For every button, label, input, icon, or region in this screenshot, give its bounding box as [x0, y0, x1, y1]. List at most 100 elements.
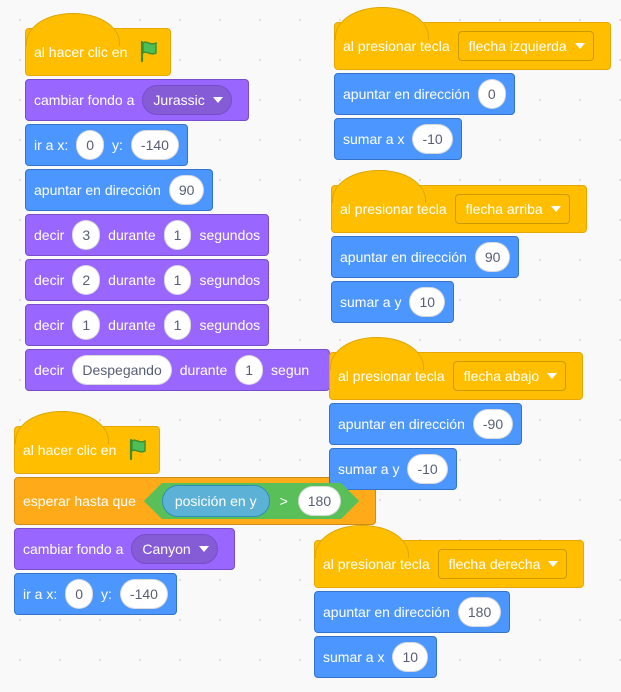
message-input[interactable]: 2: [72, 265, 101, 295]
message-input[interactable]: Despegando: [72, 355, 172, 385]
green-flag-icon: [126, 437, 150, 464]
key-dropdown[interactable]: flecha abajo: [452, 361, 567, 391]
block-label: decir: [34, 362, 65, 378]
x-input[interactable]: 0: [65, 579, 94, 609]
point-in-direction-block[interactable]: apuntar en dirección -90: [329, 403, 523, 445]
change-x-block[interactable]: sumar a x 10: [314, 636, 438, 678]
backdrop-value: Jurassic: [153, 92, 205, 108]
caret-down-icon: [547, 373, 558, 379]
y-position-reporter[interactable]: posición en y: [162, 485, 270, 517]
direction-input[interactable]: 90: [168, 175, 205, 205]
key-value: flecha izquierda: [468, 38, 567, 54]
when-key-pressed-hat[interactable]: al presionar tecla flecha abajo: [329, 337, 584, 400]
message-input[interactable]: 1: [72, 310, 101, 340]
seconds-input[interactable]: 1: [163, 265, 192, 295]
block-label: cambiar fondo a: [23, 541, 124, 557]
point-in-direction-block[interactable]: apuntar en dirección 180: [314, 591, 511, 633]
change-value-input[interactable]: 10: [409, 287, 446, 317]
direction-input[interactable]: -90: [472, 409, 514, 439]
key-dropdown[interactable]: flecha derecha: [437, 549, 568, 579]
point-in-direction-block[interactable]: apuntar en dirección 0: [334, 73, 515, 115]
direction-input[interactable]: 90: [474, 242, 511, 272]
green-flag-icon: [137, 39, 161, 66]
block-label: esperar hasta que: [23, 493, 136, 509]
hat-label: al presionar tecla: [338, 368, 445, 384]
script-left-arrow[interactable]: al presionar tecla flecha izquierda apun…: [334, 7, 611, 160]
unit-label: segundos: [199, 272, 261, 288]
unit-label: segundos: [199, 317, 261, 333]
when-key-pressed-hat[interactable]: al presionar tecla flecha izquierda: [334, 7, 611, 70]
script-down-arrow[interactable]: al presionar tecla flecha abajo apuntar …: [329, 337, 584, 490]
direction-input[interactable]: 180: [457, 597, 502, 627]
key-dropdown[interactable]: flecha arriba: [454, 194, 570, 224]
change-value-input[interactable]: -10: [412, 124, 453, 154]
greater-than-operator[interactable]: posición en y > 180: [144, 483, 359, 519]
when-key-pressed-hat[interactable]: al presionar tecla flecha arriba: [331, 170, 587, 233]
y-label: y:: [101, 586, 112, 602]
operator-symbol: >: [279, 493, 288, 509]
say-for-secs-block[interactable]: decir 3 durante 1 segundos: [25, 214, 270, 256]
direction-input[interactable]: 0: [477, 79, 506, 109]
say-for-secs-block[interactable]: decir Despegando durante 1 segun: [25, 349, 330, 391]
change-x-block[interactable]: sumar a x -10: [334, 118, 462, 160]
go-to-xy-block[interactable]: ir a x: 0 y: -140: [25, 124, 188, 166]
block-label: decir: [34, 317, 65, 333]
hat-label: al hacer clic en: [23, 442, 117, 458]
change-y-block[interactable]: sumar a y 10: [331, 281, 455, 323]
backdrop-value: Canyon: [142, 541, 191, 557]
block-label: sumar a x: [323, 649, 385, 665]
block-label: sumar a x: [343, 131, 405, 147]
go-to-xy-block[interactable]: ir a x: 0 y: -140: [14, 573, 177, 615]
point-in-direction-block[interactable]: apuntar en dirección 90: [331, 236, 520, 278]
seconds-input[interactable]: 1: [163, 310, 192, 340]
script-right-arrow[interactable]: al presionar tecla flecha derecha apunta…: [314, 525, 585, 678]
wait-until-block[interactable]: esperar hasta que posición en y > 180: [14, 477, 377, 525]
switch-backdrop-block[interactable]: cambiar fondo a Jurassic: [25, 79, 249, 121]
key-dropdown[interactable]: flecha izquierda: [457, 31, 594, 61]
change-value-input[interactable]: 10: [392, 642, 429, 672]
unit-label: segun: [271, 362, 310, 378]
caret-down-icon: [548, 561, 559, 567]
x-input[interactable]: 0: [76, 130, 105, 160]
when-flag-clicked-hat[interactable]: al hacer clic en: [14, 411, 160, 474]
compare-value-input[interactable]: 180: [298, 486, 341, 516]
during-label: durante: [108, 272, 156, 288]
backdrop-dropdown[interactable]: Canyon: [131, 534, 218, 564]
script-green-flag-1[interactable]: al hacer clic en cambiar fondo a Jurassi…: [25, 13, 330, 391]
block-label: apuntar en dirección: [340, 249, 467, 265]
caret-down-icon: [212, 97, 223, 103]
block-label: ir a x:: [34, 137, 69, 153]
when-key-pressed-hat[interactable]: al presionar tecla flecha derecha: [314, 525, 585, 588]
seconds-input[interactable]: 1: [235, 355, 264, 385]
backdrop-dropdown[interactable]: Jurassic: [142, 85, 232, 115]
script-green-flag-2[interactable]: al hacer clic en esperar hasta que posic…: [14, 411, 377, 615]
unit-label: segundos: [199, 227, 261, 243]
seconds-input[interactable]: 1: [163, 220, 192, 250]
block-label: apuntar en dirección: [323, 604, 450, 620]
when-flag-clicked-hat[interactable]: al hacer clic en: [25, 13, 171, 76]
caret-down-icon: [198, 546, 209, 552]
key-value: flecha abajo: [463, 368, 540, 384]
message-input[interactable]: 3: [72, 220, 101, 250]
during-label: durante: [179, 362, 228, 378]
script-up-arrow[interactable]: al presionar tecla flecha arriba apuntar…: [331, 170, 587, 323]
change-y-block[interactable]: sumar a y -10: [329, 448, 457, 490]
block-label: apuntar en dirección: [343, 86, 470, 102]
say-for-secs-block[interactable]: decir 2 durante 1 segundos: [25, 259, 270, 301]
switch-backdrop-block[interactable]: cambiar fondo a Canyon: [14, 528, 235, 570]
hat-label: al hacer clic en: [34, 44, 128, 60]
block-label: apuntar en dirección: [338, 416, 465, 432]
block-label: sumar a y: [340, 294, 402, 310]
change-value-input[interactable]: -10: [407, 454, 448, 484]
point-in-direction-block[interactable]: apuntar en dirección 90: [25, 169, 214, 211]
during-label: durante: [108, 227, 156, 243]
block-label: apuntar en dirección: [34, 182, 161, 198]
block-label: decir: [34, 227, 65, 243]
say-for-secs-block[interactable]: decir 1 durante 1 segundos: [25, 304, 270, 346]
y-input[interactable]: -140: [130, 130, 179, 160]
key-value: flecha derecha: [448, 556, 541, 572]
during-label: durante: [108, 317, 156, 333]
block-label: ir a x:: [23, 586, 58, 602]
y-input[interactable]: -140: [119, 579, 168, 609]
